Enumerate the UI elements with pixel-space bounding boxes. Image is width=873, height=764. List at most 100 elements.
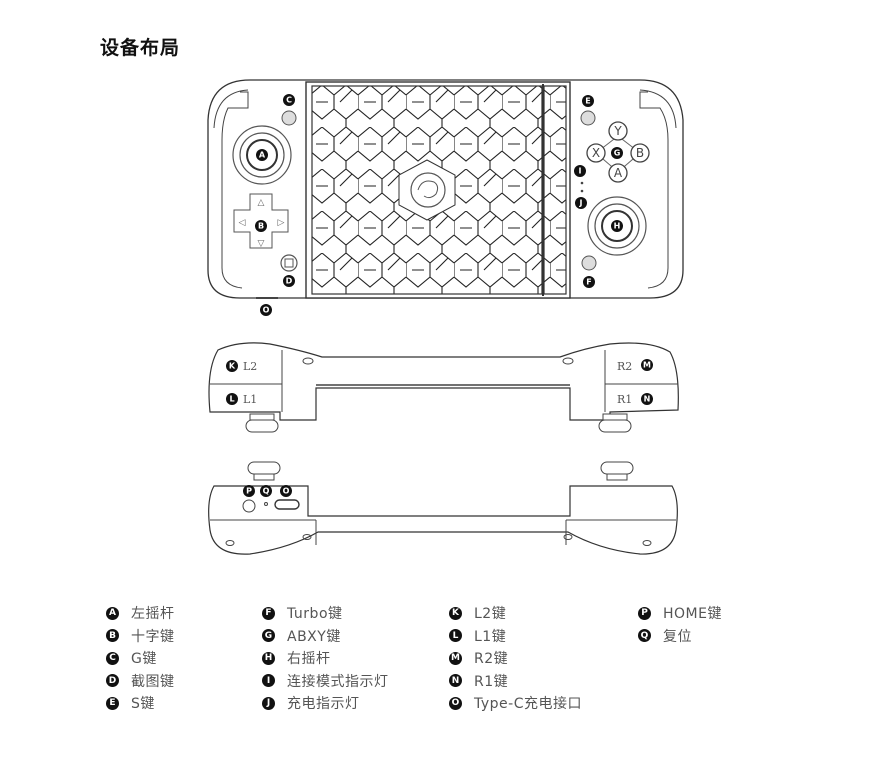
legend-badge: N	[449, 674, 462, 688]
legend-badge: A	[106, 606, 119, 620]
legend-item: D 截图键	[106, 670, 175, 693]
svg-text:A: A	[259, 151, 266, 160]
abxy-buttons: Y X B A	[586, 121, 650, 183]
svg-text:◁: ◁	[239, 218, 246, 228]
svg-text:D: D	[286, 277, 293, 286]
legend-badge: D	[106, 674, 119, 688]
legend-item: O Type-C充电接口	[449, 692, 582, 715]
legend-label: L2键	[474, 606, 507, 623]
marker-n: N	[641, 393, 653, 405]
top-view: L2 L1 R2 R1 K L M N	[208, 342, 679, 433]
legend-label: 截图键	[131, 673, 175, 690]
legend-label: 连接模式指示灯	[287, 673, 389, 690]
legend-badge: F	[262, 606, 275, 620]
legend-badge: H	[262, 651, 275, 665]
marker-o-bottom: O	[280, 485, 292, 497]
marker-g: G	[611, 147, 623, 159]
legend-label: 充电指示灯	[287, 696, 360, 713]
b-button-label: B	[636, 146, 644, 160]
svg-text:▷: ▷	[278, 218, 285, 228]
legend-item: M R2键	[449, 647, 582, 670]
turbo-button-shape	[581, 255, 597, 271]
r2-label: R2	[617, 360, 632, 373]
page-title: 设备布局	[100, 37, 181, 59]
marker-c: C	[283, 94, 295, 106]
marker-e: E	[582, 95, 594, 107]
legend-badge: K	[449, 606, 462, 620]
legend-badge: L	[449, 629, 462, 643]
legend-item: K L2键	[449, 602, 582, 625]
legend-item: I 连接模式指示灯	[262, 670, 389, 693]
legend-item: L L1键	[449, 625, 582, 648]
svg-text:E: E	[585, 97, 590, 106]
legend-badge: M	[449, 651, 462, 665]
marker-h: H	[611, 220, 623, 232]
svg-text:J: J	[579, 199, 583, 208]
legend-badge: Q	[638, 629, 651, 643]
legend-badge: G	[262, 629, 275, 643]
legend-label: R2键	[474, 651, 509, 668]
svg-text:H: H	[614, 222, 621, 231]
svg-text:O: O	[283, 487, 290, 496]
svg-text:K: K	[229, 362, 236, 371]
legend-badge: B	[106, 629, 119, 643]
svg-text:G: G	[614, 149, 621, 158]
marker-j: J	[575, 197, 587, 209]
l2-label: L2	[243, 360, 257, 373]
marker-i: I	[574, 165, 586, 177]
svg-text:P: P	[246, 487, 252, 496]
screenshot-button-shape	[280, 254, 298, 272]
svg-text:▽: ▽	[258, 239, 265, 249]
marker-b: B	[255, 220, 267, 232]
legend-label: 左摇杆	[131, 606, 175, 623]
legend-item: A 左摇杆	[106, 602, 175, 625]
legend-item: C G键	[106, 647, 175, 670]
marker-o-front: O	[260, 304, 272, 316]
legend-label: ABXY键	[287, 628, 341, 645]
legend-item: G ABXY键	[262, 625, 389, 648]
legend-badge: C	[106, 651, 119, 665]
legend-label: G键	[131, 651, 157, 668]
home-button-shape	[242, 499, 256, 513]
y-button-label: Y	[613, 124, 622, 138]
marker-m: M	[641, 359, 653, 371]
marker-p: P	[243, 485, 255, 497]
legend-item: J 充电指示灯	[262, 692, 389, 715]
marker-a: A	[256, 149, 268, 161]
svg-text:I: I	[579, 167, 582, 176]
legend-badge: O	[449, 696, 462, 710]
svg-text:L: L	[229, 395, 234, 404]
legend-label: Turbo键	[287, 606, 343, 623]
front-view: △ ▽ ◁ ▷ Y X B A	[207, 79, 684, 316]
g-button-shape	[281, 110, 297, 126]
svg-text:C: C	[286, 96, 292, 105]
marker-l: L	[226, 393, 238, 405]
marker-f: F	[583, 276, 595, 288]
logo-icon	[410, 172, 446, 208]
svg-text:B: B	[258, 222, 264, 231]
marker-k: K	[226, 360, 238, 372]
reset-hole	[264, 502, 268, 506]
legend-label: Type-C充电接口	[474, 696, 582, 713]
legend-badge: P	[638, 606, 651, 620]
svg-text:O: O	[263, 306, 270, 315]
legend-label: HOME键	[663, 606, 722, 623]
legend-label: L1键	[474, 628, 507, 645]
legend-badge: I	[262, 674, 275, 688]
legend-item: P HOME键	[638, 602, 722, 625]
marker-q: Q	[260, 485, 272, 497]
usb-c-port	[274, 499, 300, 510]
l1-label: L1	[243, 393, 257, 406]
legend-badge: J	[262, 696, 275, 710]
svg-text:M: M	[643, 361, 651, 370]
svg-text:N: N	[644, 395, 651, 404]
svg-text:Q: Q	[263, 487, 270, 496]
